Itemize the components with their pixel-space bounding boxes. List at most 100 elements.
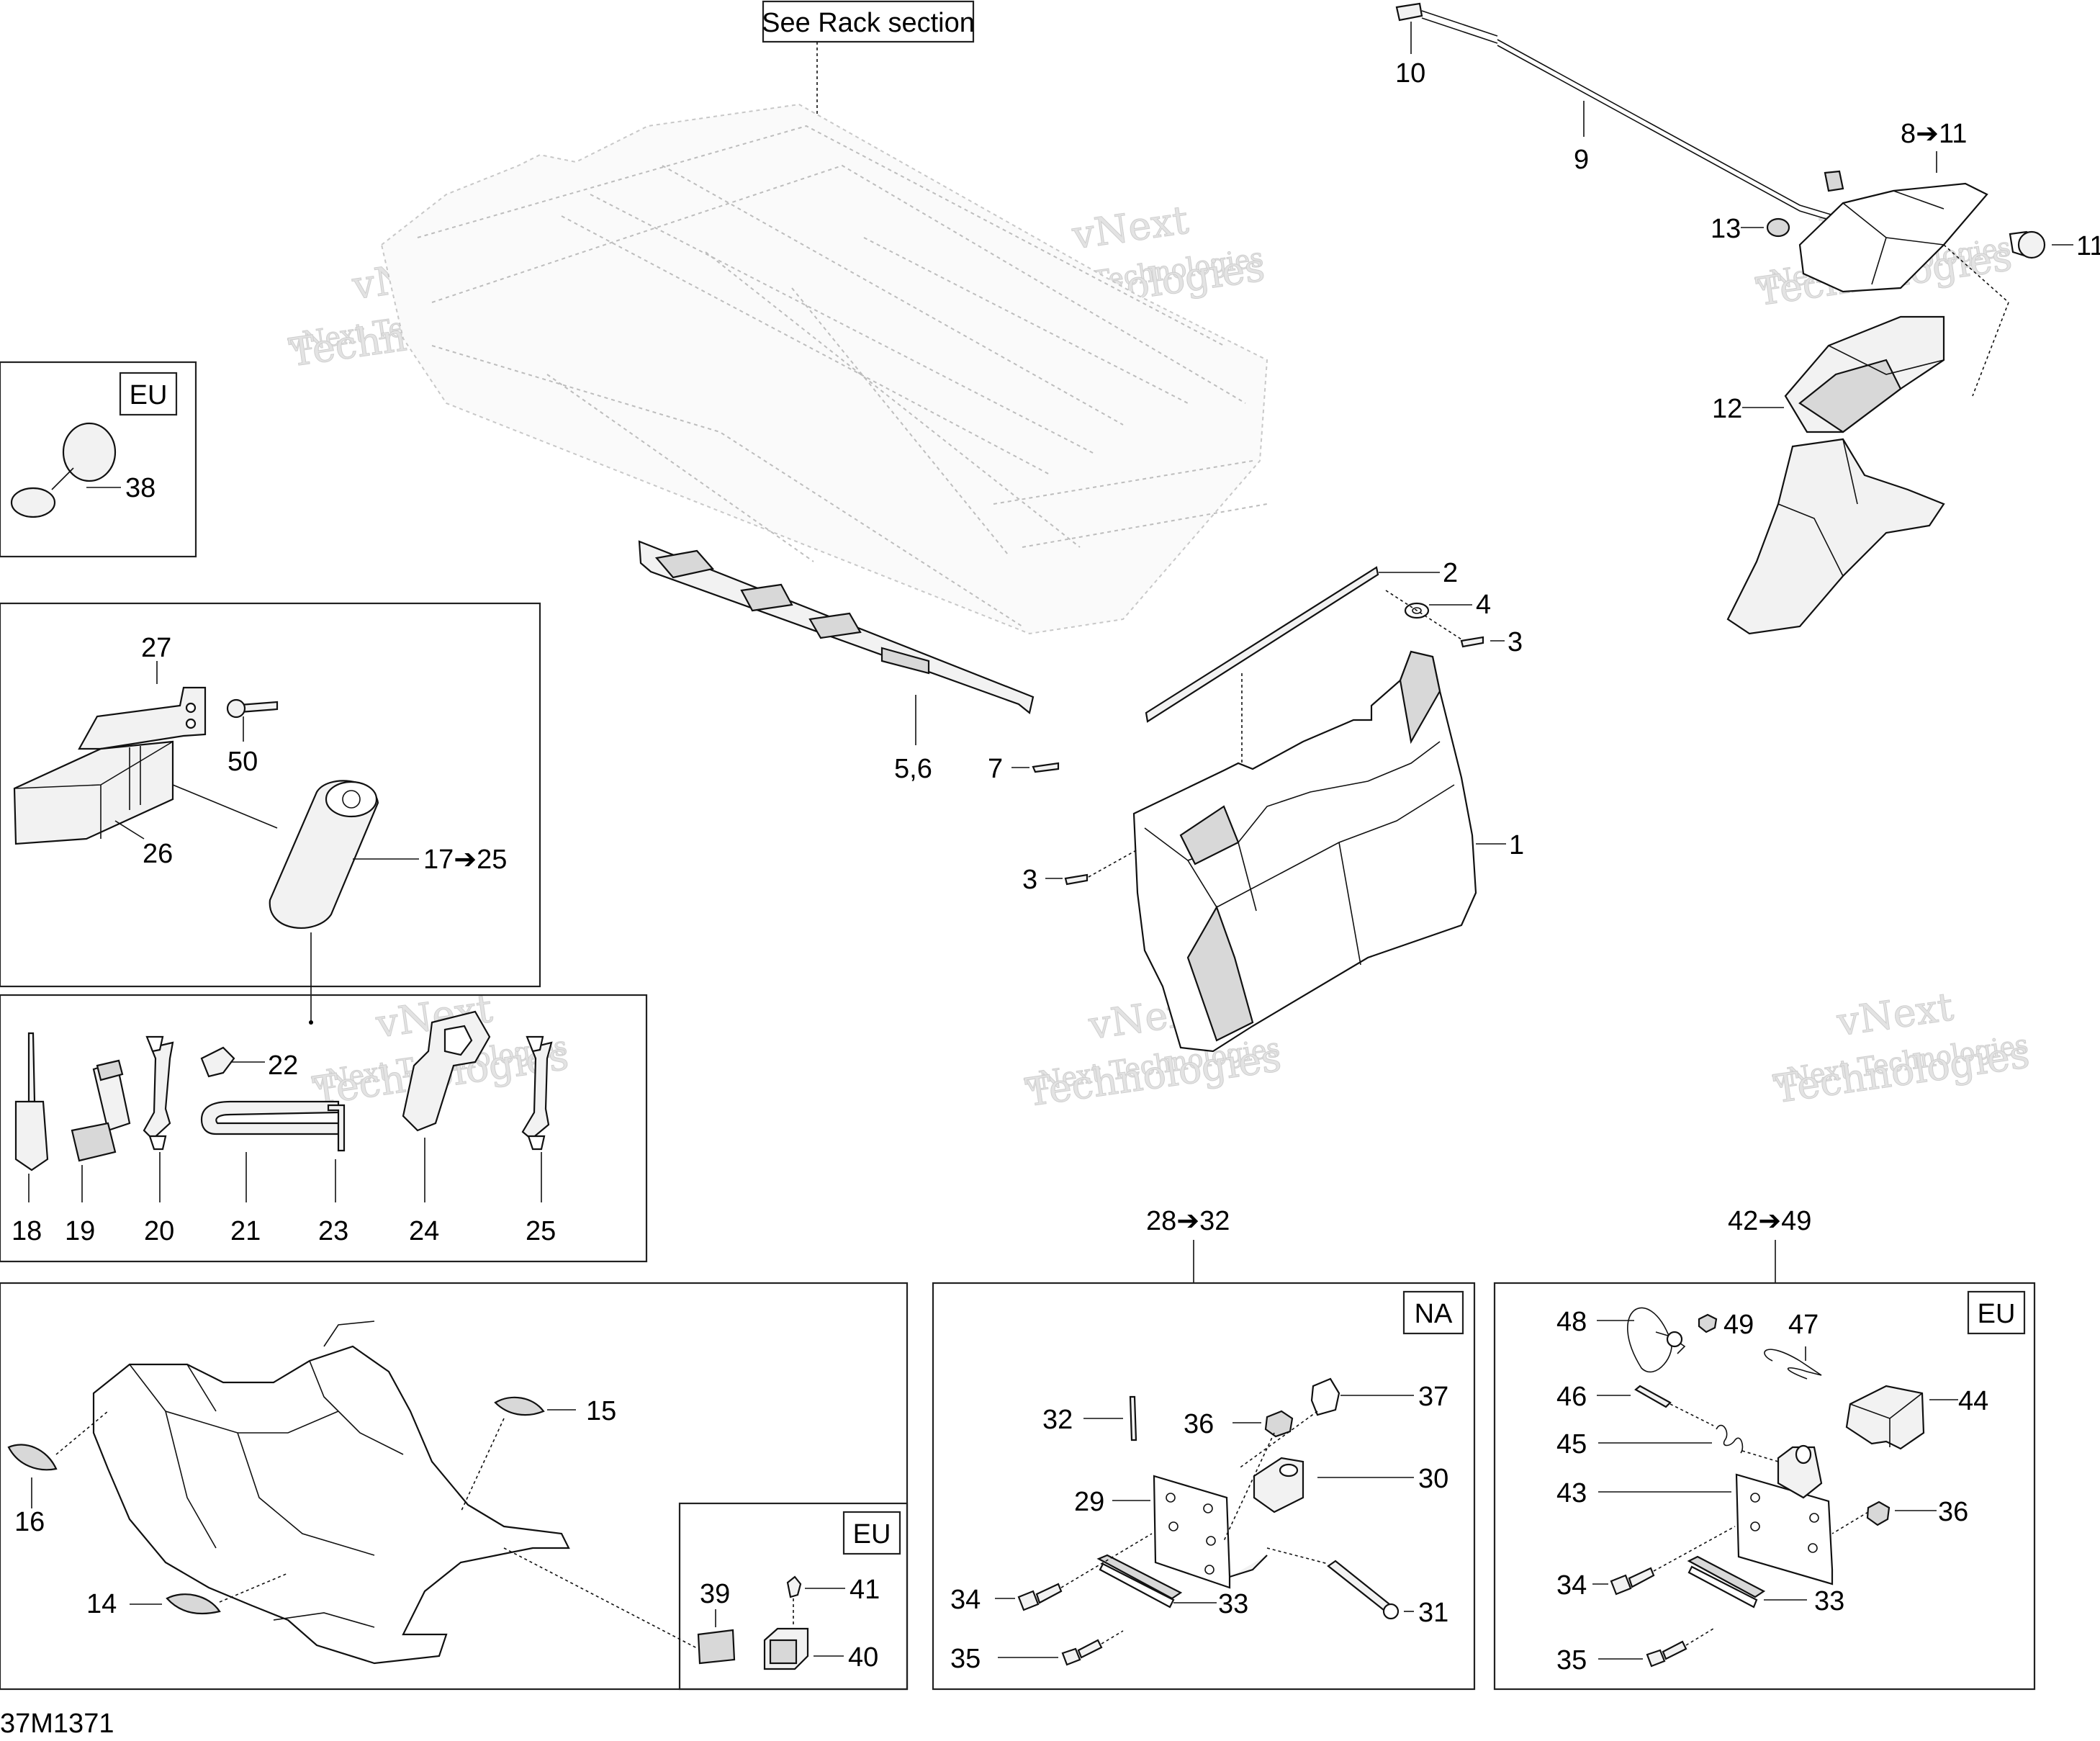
callout-29: 29 xyxy=(1074,1487,1104,1517)
backing-plate-33b-part xyxy=(1687,1555,1766,1609)
callout-48: 48 xyxy=(1556,1307,1587,1337)
bolt-35b-part xyxy=(1646,1640,1687,1668)
callout-44: 44 xyxy=(1958,1386,1988,1416)
na-hitch-box: 28➔32 NA 32 36 37 30 xyxy=(932,1206,1476,1691)
callout-5-6: 5,6 xyxy=(894,754,932,784)
callout-42-49: 42➔49 xyxy=(1728,1206,1811,1236)
pin-46-part xyxy=(1634,1385,1672,1408)
reflector-16-part xyxy=(7,1444,58,1471)
pouch-bracket-part xyxy=(78,686,207,750)
callout-43: 43 xyxy=(1556,1478,1587,1508)
tool-pouch-part xyxy=(13,740,174,845)
callout-35a: 35 xyxy=(950,1644,981,1674)
callout-9: 9 xyxy=(1574,145,1589,175)
hex-key-part xyxy=(327,1104,346,1152)
taillight-lens-part xyxy=(1798,182,1988,293)
callout-2: 2 xyxy=(1443,558,1458,588)
watermark-text: vNext xyxy=(1069,197,1191,258)
callout-32: 32 xyxy=(1042,1405,1073,1435)
spanner-wrench-part xyxy=(402,1010,491,1132)
bolt-35a-part xyxy=(1061,1639,1103,1666)
running-board-part xyxy=(638,540,1035,714)
callout-31: 31 xyxy=(1418,1598,1448,1628)
bushing-part xyxy=(1310,1377,1340,1416)
callout-50: 50 xyxy=(227,747,258,777)
see-rack-note: See Rack section xyxy=(762,0,975,115)
reflector-mirror-part xyxy=(10,422,117,518)
bolt-7-part xyxy=(1032,762,1060,773)
callout-49: 49 xyxy=(1723,1310,1754,1340)
callout-24: 24 xyxy=(409,1216,439,1246)
callout-3b: 3 xyxy=(1022,865,1037,895)
callout-36b: 36 xyxy=(1938,1497,1968,1527)
callout-23: 23 xyxy=(318,1216,348,1246)
callout-3a: 3 xyxy=(1508,627,1523,657)
bolt-34a-part xyxy=(1017,1583,1063,1611)
callout-14: 14 xyxy=(86,1589,117,1619)
callout-47: 47 xyxy=(1788,1310,1819,1340)
callout-45: 45 xyxy=(1556,1429,1587,1459)
cotter-pin-part xyxy=(1129,1395,1137,1441)
wire-connector-part xyxy=(1395,2,1498,44)
nut-36-part xyxy=(1264,1410,1294,1438)
watermark-text: Technologies xyxy=(1023,1035,1284,1115)
see-rack-text: See Rack section xyxy=(762,8,975,38)
plate-light-housing-part xyxy=(763,1627,809,1670)
eu-mirror-box: EU 38 xyxy=(0,361,197,558)
hitch-bracket-part xyxy=(1253,1457,1304,1513)
taillight-housing-part xyxy=(1784,315,1945,433)
callout-8-11: 8➔11 xyxy=(1901,119,1967,149)
screw-3-top-part xyxy=(1460,636,1484,648)
rivet-part xyxy=(226,698,279,719)
nut-36b-part xyxy=(1866,1501,1891,1526)
callout-4: 4 xyxy=(1476,590,1491,620)
wiring-harness-part xyxy=(1497,39,1837,222)
callout-17-25: 17➔25 xyxy=(423,845,507,875)
callout-41: 41 xyxy=(850,1575,880,1605)
watermark-text: Technologies xyxy=(1771,1031,2032,1112)
plate-light-bulb-part xyxy=(786,1575,802,1598)
grommet-part xyxy=(1824,170,1844,192)
callout-18: 18 xyxy=(12,1216,42,1246)
hitch-plate-43-part xyxy=(1735,1444,1834,1585)
tool-tube-part xyxy=(269,780,379,929)
hitch-bracket-44-part xyxy=(1845,1385,1925,1450)
eu-hitch-box: 42➔49 EU 48 49 47 44 xyxy=(1493,1206,2036,1691)
callout-35b: 35 xyxy=(1556,1645,1587,1675)
callout-25: 25 xyxy=(526,1216,556,1246)
callout-37: 37 xyxy=(1418,1382,1448,1412)
callout-28-32: 28➔32 xyxy=(1146,1206,1230,1236)
callout-11: 11 xyxy=(2076,231,2100,261)
nut-49-part xyxy=(1698,1313,1718,1333)
callout-19: 19 xyxy=(65,1216,95,1246)
hairpin-clip-part xyxy=(1764,1349,1822,1380)
mounting-strip-part xyxy=(1145,566,1379,723)
callout-20: 20 xyxy=(144,1216,174,1246)
tool-strap-part xyxy=(200,1100,340,1135)
fuse-clip-part xyxy=(200,1046,235,1078)
screwdriver-part xyxy=(14,1032,49,1171)
taillight-mount-part xyxy=(1726,438,1945,635)
spark-plug-socket-part xyxy=(71,1059,131,1162)
callout-26: 26 xyxy=(143,839,173,869)
callout-39: 39 xyxy=(700,1579,730,1609)
tool-pouch-box: 27 50 26 17➔25 xyxy=(0,602,541,1025)
callout-16: 16 xyxy=(14,1507,45,1537)
callout-27: 27 xyxy=(141,633,171,663)
spring-part xyxy=(1716,1424,1744,1454)
lanyard-cable-part xyxy=(1627,1307,1686,1373)
reflector-15-part xyxy=(494,1396,545,1416)
na-tag: NA xyxy=(1415,1299,1453,1329)
bolt-34b-part xyxy=(1610,1567,1655,1596)
hitch-plate-part xyxy=(1153,1475,1268,1589)
callout-1: 1 xyxy=(1509,830,1524,860)
callout-40: 40 xyxy=(848,1642,878,1673)
callout-38: 38 xyxy=(125,473,156,503)
reflectors-box: 15 16 14 EU 39 40 xyxy=(0,1282,909,1691)
callout-21: 21 xyxy=(230,1216,261,1246)
callout-12: 12 xyxy=(1712,394,1742,424)
watermark-text: vNext xyxy=(1834,984,1956,1045)
snowflap-part xyxy=(1132,650,1477,1053)
callout-13: 13 xyxy=(1711,214,1741,244)
callout-15: 15 xyxy=(586,1396,616,1426)
